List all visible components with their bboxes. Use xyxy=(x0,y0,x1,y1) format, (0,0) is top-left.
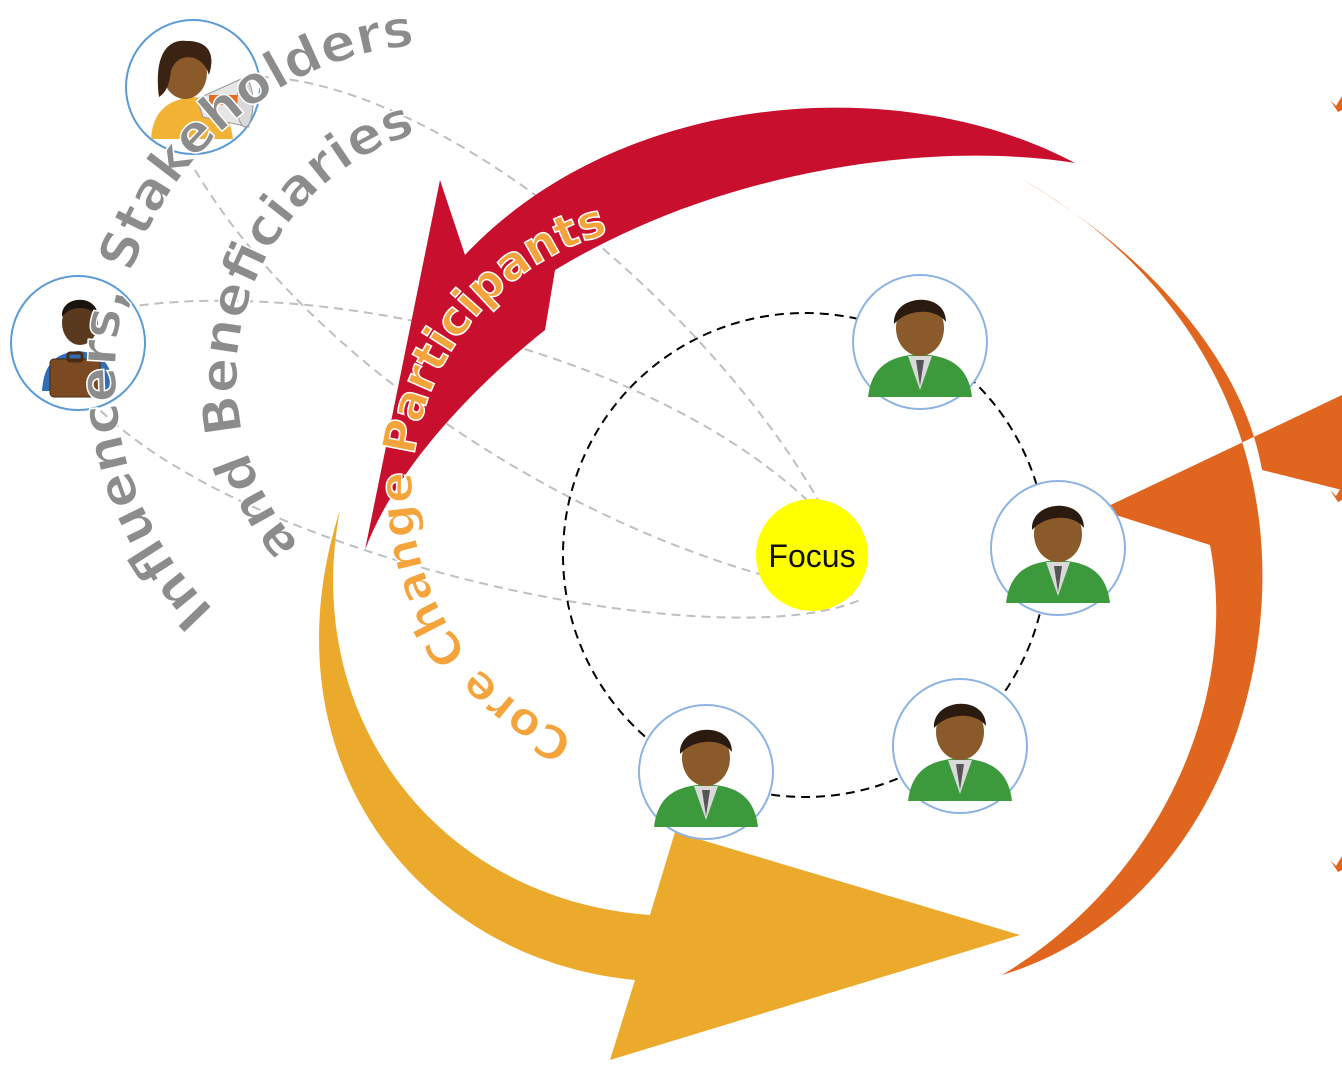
participant-avatar xyxy=(852,274,988,410)
man-green-suit-icon xyxy=(892,678,1028,814)
yellow-arrow xyxy=(319,510,1021,1060)
star-icon xyxy=(1330,856,1342,872)
core-label: Core Change Participants xyxy=(369,192,612,774)
star-icon xyxy=(1330,96,1342,112)
man-green-suit-icon xyxy=(990,480,1126,616)
influencer-avatar-woman xyxy=(125,19,261,155)
focus-node xyxy=(756,499,868,611)
connector-line xyxy=(194,169,856,596)
participant-avatar xyxy=(638,704,774,840)
red-arrow xyxy=(365,107,1075,550)
star-bullets xyxy=(1330,96,1342,872)
man-briefcase-icon xyxy=(42,299,114,398)
star-icon xyxy=(1330,486,1342,502)
woman-megaphone-icon xyxy=(151,40,254,139)
focus-label: Focus xyxy=(768,538,855,574)
influencer-avatar-man xyxy=(10,275,146,411)
participant-avatar xyxy=(892,678,1028,814)
man-green-suit-icon xyxy=(852,274,988,410)
connector-line xyxy=(89,399,861,619)
man-green-suit-icon xyxy=(638,704,774,840)
participant-avatar xyxy=(990,480,1126,616)
orange-arrow xyxy=(1002,178,1342,975)
